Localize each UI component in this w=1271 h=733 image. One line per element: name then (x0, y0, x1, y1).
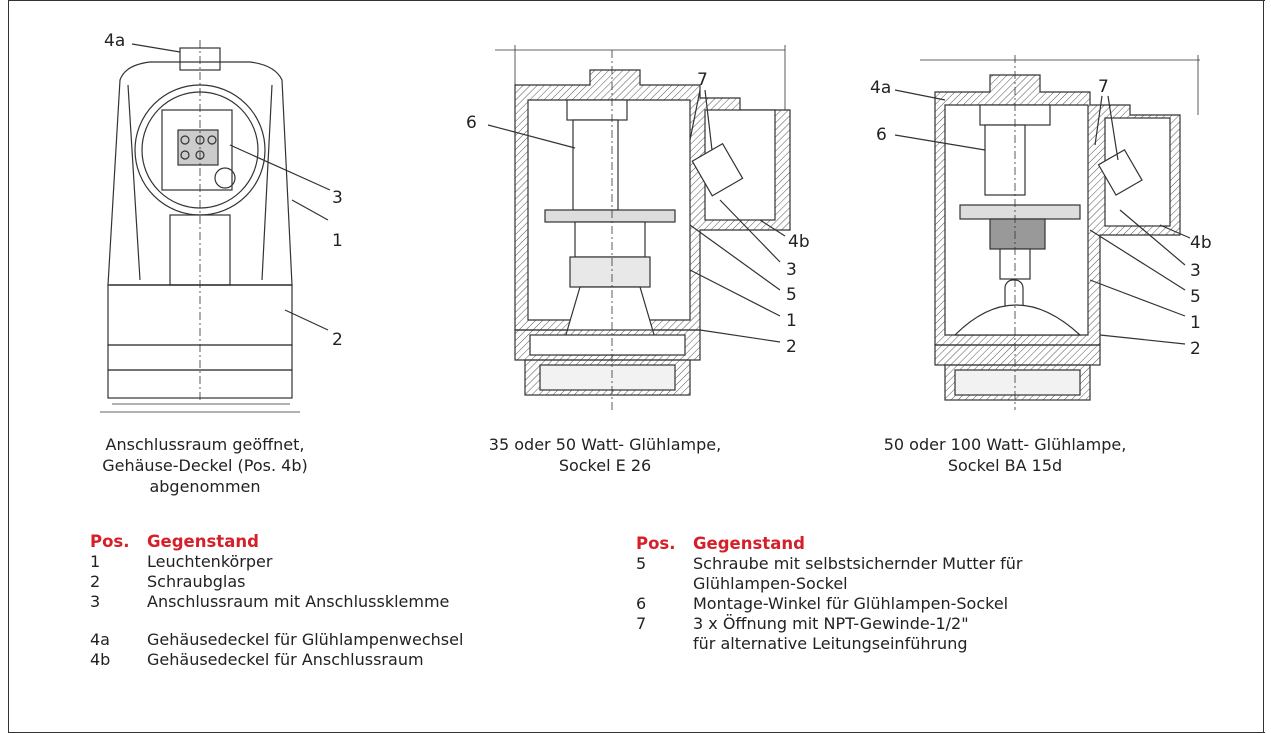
callout-right-4b: 4b (1190, 233, 1212, 253)
callout-mid-4b: 4b (788, 232, 810, 252)
drawing-section-e26 (487, 45, 791, 410)
legend-row: 7 3 x Öffnung mit NPT-Gewinde-1/2" (636, 614, 969, 633)
callout-mid-6: 6 (466, 113, 477, 133)
legend-right: Pos. Gegenstand 5 Schraube mit selbstsic… (636, 534, 1023, 654)
legend-row: 4b Gehäusedeckel für Anschlussraum (90, 650, 424, 669)
legend-row: 1 Leuchtenkörper (90, 552, 273, 571)
legend-right-header: Pos. Gegenstand (636, 534, 805, 553)
legend-left-header: Pos. Gegenstand (90, 532, 259, 551)
callout-mid-2: 2 (786, 337, 797, 357)
legend-row: 6 Montage-Winkel für Glühlampen-Sockel (636, 594, 1009, 613)
callout-right-2: 2 (1190, 339, 1201, 359)
callout-mid-5: 5 (786, 285, 797, 305)
legend-row: Glühlampen-Sockel (693, 574, 848, 593)
legend-row: für alternative Leitungseinführung (693, 634, 968, 653)
callout-right-3: 3 (1190, 261, 1201, 281)
technical-drawings: 4a 3 1 2 6 7 4b (100, 31, 1212, 413)
legend-row: 4a Gehäusedeckel für Glühlampenwechsel (90, 630, 464, 649)
legend-row: 5 Schraube mit selbstsichernder Mutter f… (636, 554, 1023, 573)
callout-mid-3: 3 (786, 260, 797, 280)
caption-middle: 35 oder 50 Watt- Glühlampe, Sockel E 26 (488, 435, 722, 475)
legend-left: Pos. Gegenstand 1 Leuchtenkörper 2 Schra… (90, 532, 463, 670)
callout-right-5: 5 (1190, 287, 1201, 307)
callout-left-1: 1 (332, 231, 343, 251)
legend-row: 3 Anschlussraum mit Anschlussklemme (90, 592, 450, 611)
legend-row: 2 Schraubglas (90, 572, 246, 591)
callout-mid-7: 7 (697, 70, 708, 90)
callout-right-6: 6 (876, 125, 887, 145)
callout-right-7: 7 (1098, 77, 1109, 97)
callout-left-3: 3 (332, 188, 343, 208)
caption-left: Anschlussraum geöffnet, Gehäuse-Deckel (… (102, 435, 308, 496)
callout-right-1: 1 (1190, 313, 1201, 333)
callout-left-2: 2 (332, 330, 343, 350)
drawing-section-ba15d (894, 55, 1200, 410)
callout-right-4a: 4a (870, 78, 891, 98)
caption-right: 50 oder 100 Watt- Glühlampe, Sockel BA 1… (883, 435, 1127, 475)
drawing-front-view (100, 40, 331, 413)
callout-mid-1: 1 (786, 311, 797, 331)
callout-left-4a: 4a (104, 31, 125, 51)
